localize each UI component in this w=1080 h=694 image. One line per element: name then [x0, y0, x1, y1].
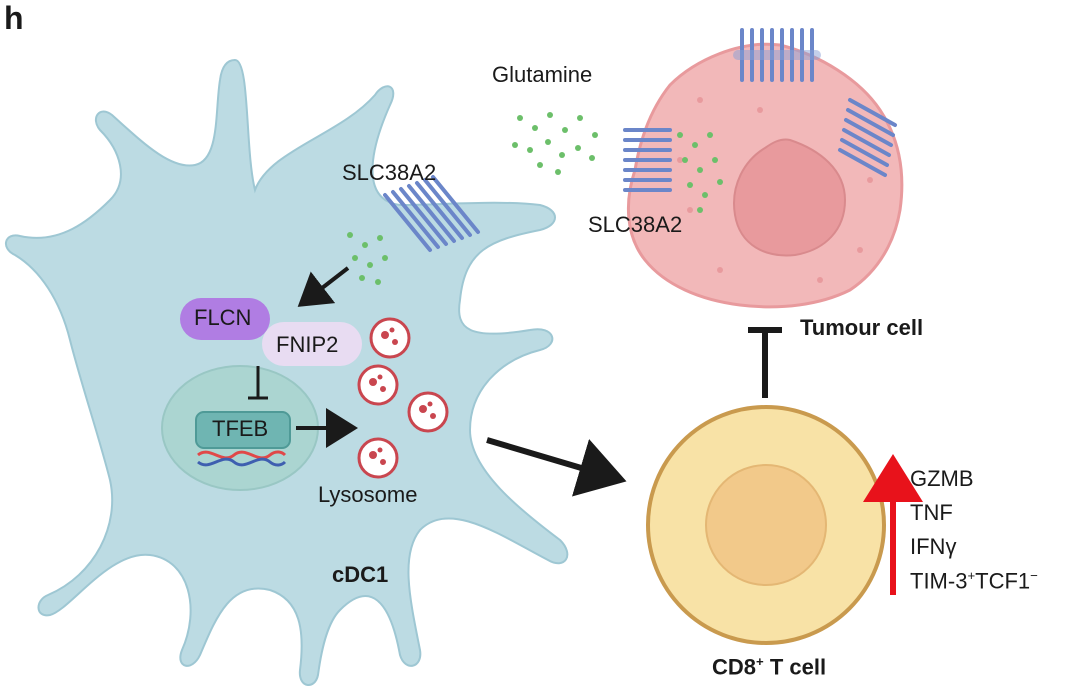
inhibit-flcn-tfeb	[248, 366, 268, 400]
lysosome-label: Lysosome	[318, 482, 418, 507]
fnip2-pill	[262, 322, 362, 366]
lysosome-icon	[369, 317, 411, 359]
fnip2-label: FNIP2	[276, 332, 339, 357]
glutamine-dots-extracellular	[512, 112, 598, 175]
cdc1-cell-body	[5, 58, 569, 686]
lysosome-icon	[357, 437, 399, 479]
arrow-glutamine-to-flcn	[297, 266, 350, 307]
lysosome-group	[357, 317, 449, 479]
tumour-transporter-top	[733, 28, 821, 82]
flcn-label: FLCN	[194, 305, 252, 330]
tfeb-label: TFEB	[212, 416, 269, 441]
dna-helix-icon	[197, 450, 287, 467]
slc38a2-tumour-label: SLC38A2	[588, 212, 683, 237]
effector-ifng: IFNγ	[910, 534, 957, 559]
tfeb-box	[195, 411, 291, 449]
glutamine-label: Glutamine	[492, 62, 593, 87]
tumour-cell-label: Tumour cell	[800, 315, 924, 340]
glutamine-dots-tumour	[677, 132, 723, 213]
cd8-tcell-label: CD8+ T cell	[712, 654, 827, 680]
tumour-transporter-right	[838, 98, 897, 177]
tumour-transporter-left	[623, 128, 672, 192]
flcn-pill	[180, 298, 270, 340]
effector-gzmb: GZMB	[910, 466, 974, 491]
cdc1-label: cDC1	[332, 562, 389, 587]
lysosome-icon	[407, 391, 449, 433]
slc38a2-dc-label: SLC38A2	[342, 160, 437, 185]
cd8-tcell-nucleus	[705, 464, 827, 586]
glutamine-dots-dc	[347, 232, 388, 285]
tumour-speckles	[677, 97, 873, 283]
effector-tnf: TNF	[910, 500, 953, 525]
arrow-dc-to-tcell	[486, 437, 627, 497]
dc-transporter	[383, 175, 480, 252]
panel-letter: h	[4, 0, 24, 36]
tumour-nucleus	[733, 138, 847, 257]
effector-tim3-tcf1: TIM-3+TCF1−	[910, 568, 1038, 594]
inhibit-tcell-tumour	[748, 327, 782, 398]
lysosome-icon	[357, 364, 399, 406]
